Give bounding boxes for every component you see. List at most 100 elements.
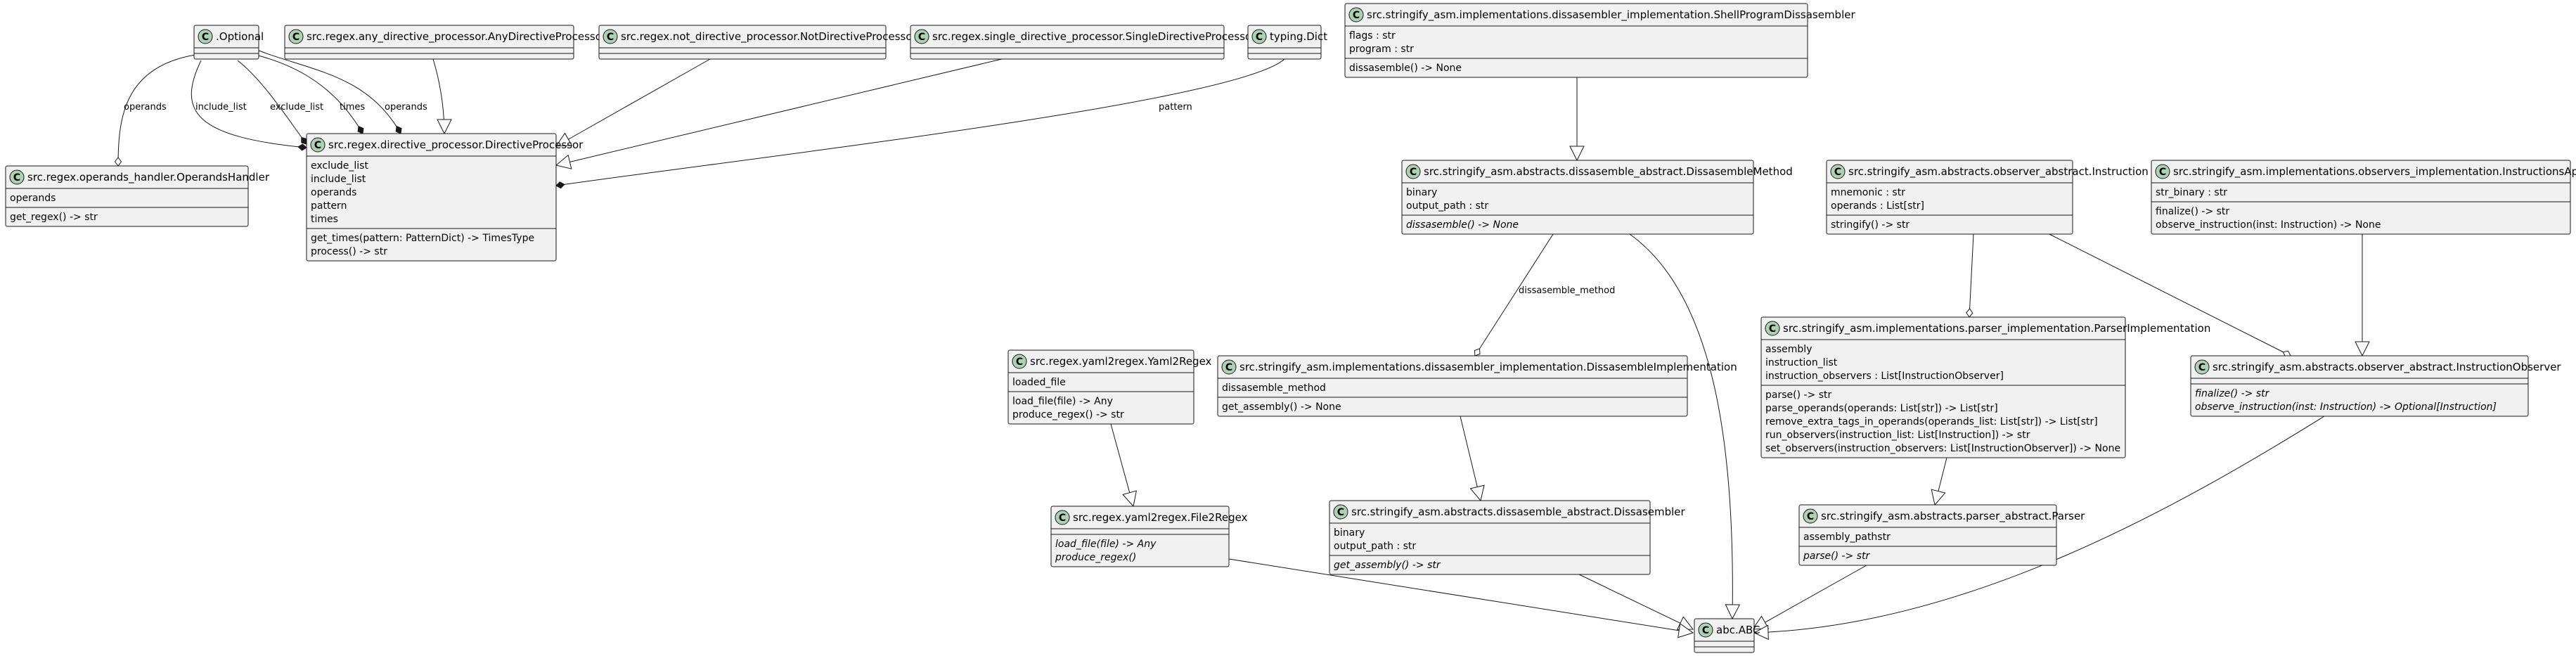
relation-label: include_list [195,102,247,112]
inheritance-arrowhead [2355,341,2370,357]
abstract-method: load_file(file) -> Any [1055,539,1157,550]
class-method: parse_operands(operands: List[str]) -> L… [1765,403,1998,414]
class-title: src.stringify_asm.abstracts.observer_abs… [1848,165,2149,179]
class-badge-icon: C [2194,359,2210,375]
abstract-method: finalize() -> str [2195,388,2270,399]
class-frame [1007,349,1194,425]
class-method: load_file(file) -> Any [1012,396,1113,407]
class-frame [1050,506,1230,567]
class-field: loaded_file [1012,377,1066,388]
edge-parser-abc [1752,565,1867,630]
class-badge-letter: C [1702,625,1709,636]
class-badge-letter: C [1807,511,1814,522]
inheritance-arrowhead [1469,484,1485,502]
class-method: dissasemble() -> None [1349,63,1462,74]
edge-optional-operands [248,46,401,134]
edge-instruction-parserimpl [1969,233,1974,318]
abstract-method: produce_regex() [1055,552,1136,563]
class-badge-icon: C [2155,164,2170,179]
inheritance-arrowhead [1677,623,1694,638]
class-title: src.stringify_asm.abstracts.parser_abstr… [1821,510,2085,523]
class-field: operands : List[str] [1831,200,1924,212]
class-field: output_path : str [1334,541,1416,552]
class-badge-letter: C [607,32,614,43]
relation-label: dissasemble_method [1519,285,1615,296]
class-field: flags : str [1349,30,1396,41]
class-method: produce_regex() -> str [1012,409,1124,420]
class-badge-letter: C [1059,513,1066,524]
class-method: parse() -> str [1765,390,1832,401]
inheritance-arrowhead [555,132,573,147]
aggregation-diamond [114,157,122,167]
class-title: src.stringify_asm.abstracts.observer_abs… [2213,361,2561,374]
class-badge-icon: C [1221,359,1237,375]
class-frame [1344,3,1808,78]
composition-diamond [357,125,364,134]
abstract-method: observe_instruction(inst: Instruction) -… [2195,401,2497,413]
abstract-method: parse() -> str [1803,551,1871,562]
class-title: .Optional [216,30,264,43]
class-badge-icon: C [1698,622,1713,638]
inheritance-arrowhead [1569,146,1585,162]
class-badge-letter: C [292,32,300,43]
class-field: assembly_pathstr [1803,532,1891,543]
inheritance-arrowhead [1753,624,1769,641]
class-badge-letter: C [1016,356,1023,368]
relation-label: operands [124,102,167,112]
class-title: src.regex.not_directive_processor.NotDir… [621,30,917,44]
class-title: src.stringify_asm.abstracts.dissasemble_… [1424,165,1793,179]
inheritance-arrowhead [1752,615,1770,630]
edge-optional-operandshandler [117,54,196,167]
class-method: get_assembly() -> None [1222,401,1341,413]
class-title: src.stringify_asm.implementations.dissas… [1367,8,1855,22]
edge-single-extends [555,58,1003,166]
class-title: src.regex.directive_processor.DirectiveP… [328,139,584,152]
composition-diamond [395,125,402,134]
class-badge-icon: C [1803,508,1818,524]
aggregation-diamond [1474,348,1481,356]
class-method: get_times(pattern: PatternDict) -> Times… [311,233,534,244]
class-frame [5,165,249,227]
relation-label: operands [385,102,427,112]
class-method: remove_extra_tags_in_operands(operands_l… [1765,416,2098,427]
class-badge-icon: C [1055,510,1070,525]
class-field: include_list [311,174,366,185]
edge-instruction-observer [2049,233,2291,356]
class-field: binary [1334,527,1365,539]
class-method: get_regex() -> str [10,212,98,223]
class-title: src.stringify_asm.implementations.observ… [2173,165,2576,179]
class-field: output_path : str [1406,200,1488,212]
class-method: set_observers(instruction_observers: Lis… [1765,443,2120,454]
class-badge-icon: C [1348,7,1364,22]
class-badge-letter: C [202,32,209,43]
class-title: src.regex.yaml2regex.Yaml2Regex [1030,355,1212,368]
class-badge-letter: C [13,172,20,184]
class-method: stringify() -> str [1831,219,1910,231]
class-frame [1798,504,2057,566]
class-badge-icon: C [310,137,326,153]
class-field: assembly [1765,344,1812,355]
edge-optional-exclude [237,60,307,145]
class-badge-icon: C [1405,164,1421,179]
relation-label: pattern [1159,102,1192,112]
class-title: abc.ABC [1716,624,1760,636]
class-frame [1401,160,1754,235]
class-method: run_observers(instruction_list: List[Ins… [1765,430,2030,441]
class-badge-letter: C [1256,32,1263,43]
inheritance-arrowhead [437,119,452,135]
class-title: src.regex.operands_handler.OperandsHandl… [27,171,270,184]
class-method: finalize() -> str [2156,206,2229,217]
